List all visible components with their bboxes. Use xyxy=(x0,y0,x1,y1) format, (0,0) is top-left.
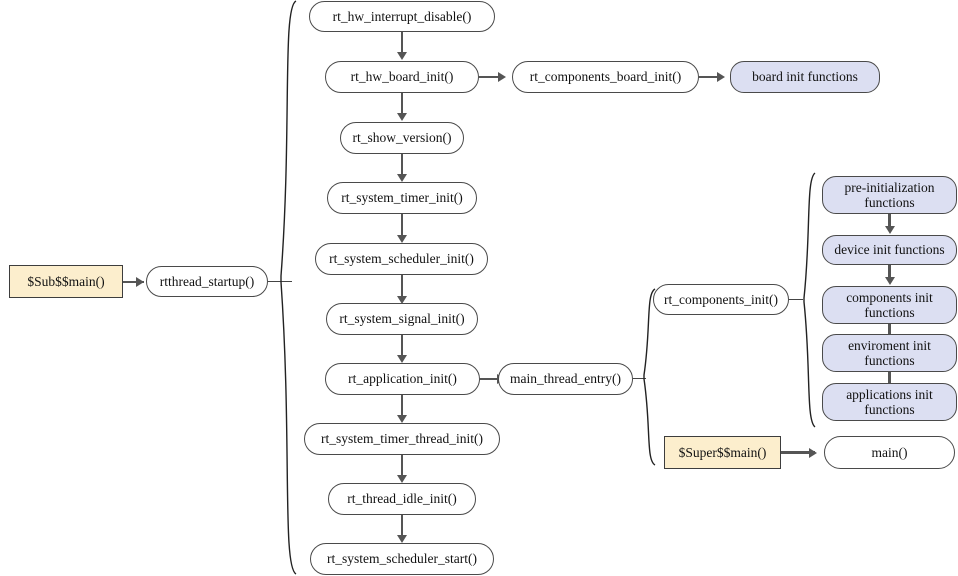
brace-main-thread-branch xyxy=(640,288,658,466)
arrowhead-components-board-init-to-board-functions xyxy=(717,72,725,82)
connector-startup-to-brace xyxy=(268,281,292,283)
brace-init-functions xyxy=(800,172,818,428)
arrow-components-board-init-to-board-functions xyxy=(699,75,723,79)
node-rt-components-init[interactable]: rt_components_init() xyxy=(653,284,789,315)
arrow-seq-7-8 xyxy=(400,455,404,476)
arrowhead-seq-3-4 xyxy=(397,235,407,243)
node-super-main[interactable]: $Super$$main() xyxy=(664,436,781,469)
node-pre-initialization-functions[interactable]: pre-initialization functions xyxy=(822,176,957,214)
node-rt-system-signal-init[interactable]: rt_system_signal_init() xyxy=(326,303,478,335)
node-applications-init-functions[interactable]: applications init functions xyxy=(822,383,957,421)
arrow-seq-0-1 xyxy=(400,32,404,53)
arrow-board-init-to-components-board-init xyxy=(479,75,504,79)
arrow-seq-5-6 xyxy=(400,335,404,356)
brace-startup-sequence xyxy=(272,0,298,576)
node-rt-application-init[interactable]: rt_application_init() xyxy=(325,363,480,395)
arrow-init-3-4 xyxy=(888,372,891,387)
connector-components-init-to-brace xyxy=(789,299,803,301)
node-components-init-functions[interactable]: components init functions xyxy=(822,286,957,324)
arrowhead-seq-7-8 xyxy=(397,475,407,483)
arrowhead-seq-8-9 xyxy=(397,535,407,543)
node-rt-hw-interrupt-disable[interactable]: rt_hw_interrupt_disable() xyxy=(309,1,495,32)
node-rt-thread-idle-init[interactable]: rt_thread_idle_init() xyxy=(328,483,476,515)
node-rt-system-timer-thread-init[interactable]: rt_system_timer_thread_init() xyxy=(304,423,500,455)
arrowhead-super-main-to-main xyxy=(809,447,817,458)
node-board-init-functions[interactable]: board init functions xyxy=(730,61,880,93)
node-sub-main[interactable]: $Sub$$main() xyxy=(9,265,123,298)
arrowhead-sub-main-to-startup xyxy=(136,276,144,287)
arrow-seq-1-2 xyxy=(400,93,404,114)
node-rt-components-board-init[interactable]: rt_components_board_init() xyxy=(512,61,699,93)
node-rt-system-scheduler-start[interactable]: rt_system_scheduler_start() xyxy=(310,543,494,575)
node-main[interactable]: main() xyxy=(824,436,955,469)
connector-main-thread-entry-to-brace xyxy=(633,378,646,380)
arrowhead-seq-2-3 xyxy=(397,174,407,182)
node-rt-hw-board-init[interactable]: rt_hw_board_init() xyxy=(325,61,479,93)
arrow-seq-6-7 xyxy=(400,395,404,416)
arrow-init-1-2 xyxy=(888,265,891,280)
arrow-seq-2-3 xyxy=(400,154,404,175)
arrow-sub-main-to-startup xyxy=(123,280,144,283)
node-rtthread-startup[interactable]: rtthread_startup() xyxy=(146,266,268,297)
arrow-init-2-3 xyxy=(888,324,891,339)
arrowhead-init-0-1 xyxy=(884,226,895,234)
arrow-init-0-1 xyxy=(888,214,891,229)
arrow-application-init-to-main-thread-entry xyxy=(480,377,504,381)
arrowhead-init-1-2 xyxy=(884,277,895,285)
node-device-init-functions[interactable]: device init functions xyxy=(822,235,957,265)
arrowhead-seq-4-5 xyxy=(397,296,407,304)
arrow-seq-3-4 xyxy=(400,214,404,236)
arrowhead-board-init-to-components-board-init xyxy=(498,72,506,82)
arrow-seq-8-9 xyxy=(400,515,404,536)
arrowhead-seq-0-1 xyxy=(397,52,407,60)
arrow-super-main-to-main xyxy=(781,451,815,454)
node-rt-show-version[interactable]: rt_show_version() xyxy=(340,122,464,154)
node-rt-system-timer-init[interactable]: rt_system_timer_init() xyxy=(327,182,477,214)
arrow-seq-4-5 xyxy=(400,275,404,297)
node-main-thread-entry[interactable]: main_thread_entry() xyxy=(498,363,633,395)
arrowhead-seq-5-6 xyxy=(397,355,407,363)
arrowhead-seq-1-2 xyxy=(397,113,407,121)
arrowhead-seq-6-7 xyxy=(397,415,407,423)
node-rt-system-scheduler-init[interactable]: rt_system_scheduler_init() xyxy=(315,243,488,275)
node-enviroment-init-functions[interactable]: enviroment init functions xyxy=(822,334,957,372)
